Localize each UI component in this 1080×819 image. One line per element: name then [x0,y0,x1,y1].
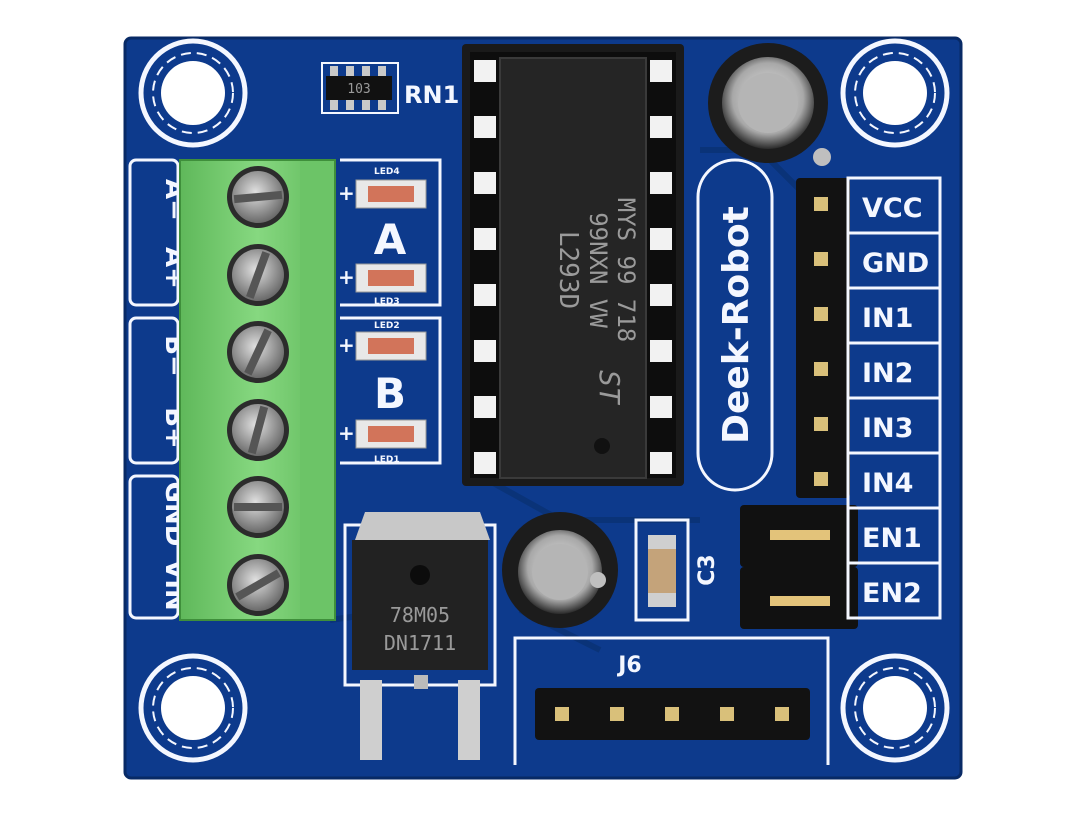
pin-label-gnd: GND [862,248,929,279]
led-frames [340,158,442,465]
rn1-marking: 103 [347,82,370,97]
screw-terminal-block [179,159,336,621]
j6-header [535,688,810,740]
led-plus-marks: + + + + [338,181,355,445]
led1-label: LED1 [374,455,400,465]
ic-marking-line1: L293D [553,231,583,309]
leds [355,179,427,449]
j6-frame [513,636,830,765]
pin-label-in2: IN2 [862,358,913,389]
motor-a-label: A [374,215,407,264]
screw-5 [227,476,289,538]
regulator-marking-line1: 78M05 [390,603,450,627]
voltage-regulator: 78M05 DN1711 [343,512,497,760]
pin-header [796,178,850,498]
c3-label: C3 [695,554,720,585]
screw-1 [227,166,289,228]
led3-label: LED3 [374,297,400,307]
screw-2 [227,244,289,306]
brand-frame [696,158,774,492]
mounting-hole-top-right [840,38,950,148]
ic-marking-line2: 99NXN VW [584,212,612,328]
terminal-screws [227,166,289,616]
led2-label: LED2 [374,321,400,331]
j6-label: J6 [616,653,642,678]
mounting-hole-bottom-right [840,653,950,763]
rn1-designator: RN1 [404,81,459,109]
ic-pins [474,60,672,474]
brand-label: Deek-Robot [716,206,757,444]
svg-text:+: + [338,265,355,289]
pin-labels: VCC GND IN1 IN2 IN3 IN4 EN1 EN2 [862,193,929,609]
pin-label-in1: IN1 [862,303,913,334]
pin-label-in4: IN4 [862,468,913,499]
led-designators: LED4 LED3 LED2 LED1 [374,167,400,465]
led-4 [355,179,427,209]
pin-label-en1: EN1 [862,523,922,554]
pin-label-vcc: VCC [862,193,923,224]
ic-marking-line3: MYS 99 718 [612,198,640,343]
regulator-marking-line2: DN1711 [384,631,456,655]
screw-6 [227,554,289,616]
electrolytic-capacitor-bottom [502,512,618,628]
led-2 [355,331,427,361]
screw-3 [227,321,289,383]
led4-label: LED4 [374,167,400,177]
pin-label-grid [846,176,942,620]
mounting-hole-bottom-left [138,653,248,763]
svg-text:+: + [338,421,355,445]
pin-label-en2: EN2 [862,578,922,609]
led-1 [355,419,427,449]
terminal-label-frames [128,158,180,620]
pin-label-in3: IN3 [862,413,913,444]
electrolytic-capacitor-top [708,43,831,166]
mounting-hole-top-left [138,38,248,148]
motor-b-label: B [374,369,406,418]
jumper-en2[interactable] [740,567,858,629]
svg-text:+: + [338,333,355,357]
screw-4 [227,399,289,461]
l293d-chip: L293D 99NXN VW MYS 99 718 ST [499,57,647,479]
svg-text:+: + [338,181,355,205]
jumper-en1[interactable] [740,505,858,567]
resistor-network-rn1: 103 [321,62,399,114]
capacitor-c3 [634,518,690,622]
led-3 [355,263,427,293]
st-logo-icon: ST [593,370,626,406]
